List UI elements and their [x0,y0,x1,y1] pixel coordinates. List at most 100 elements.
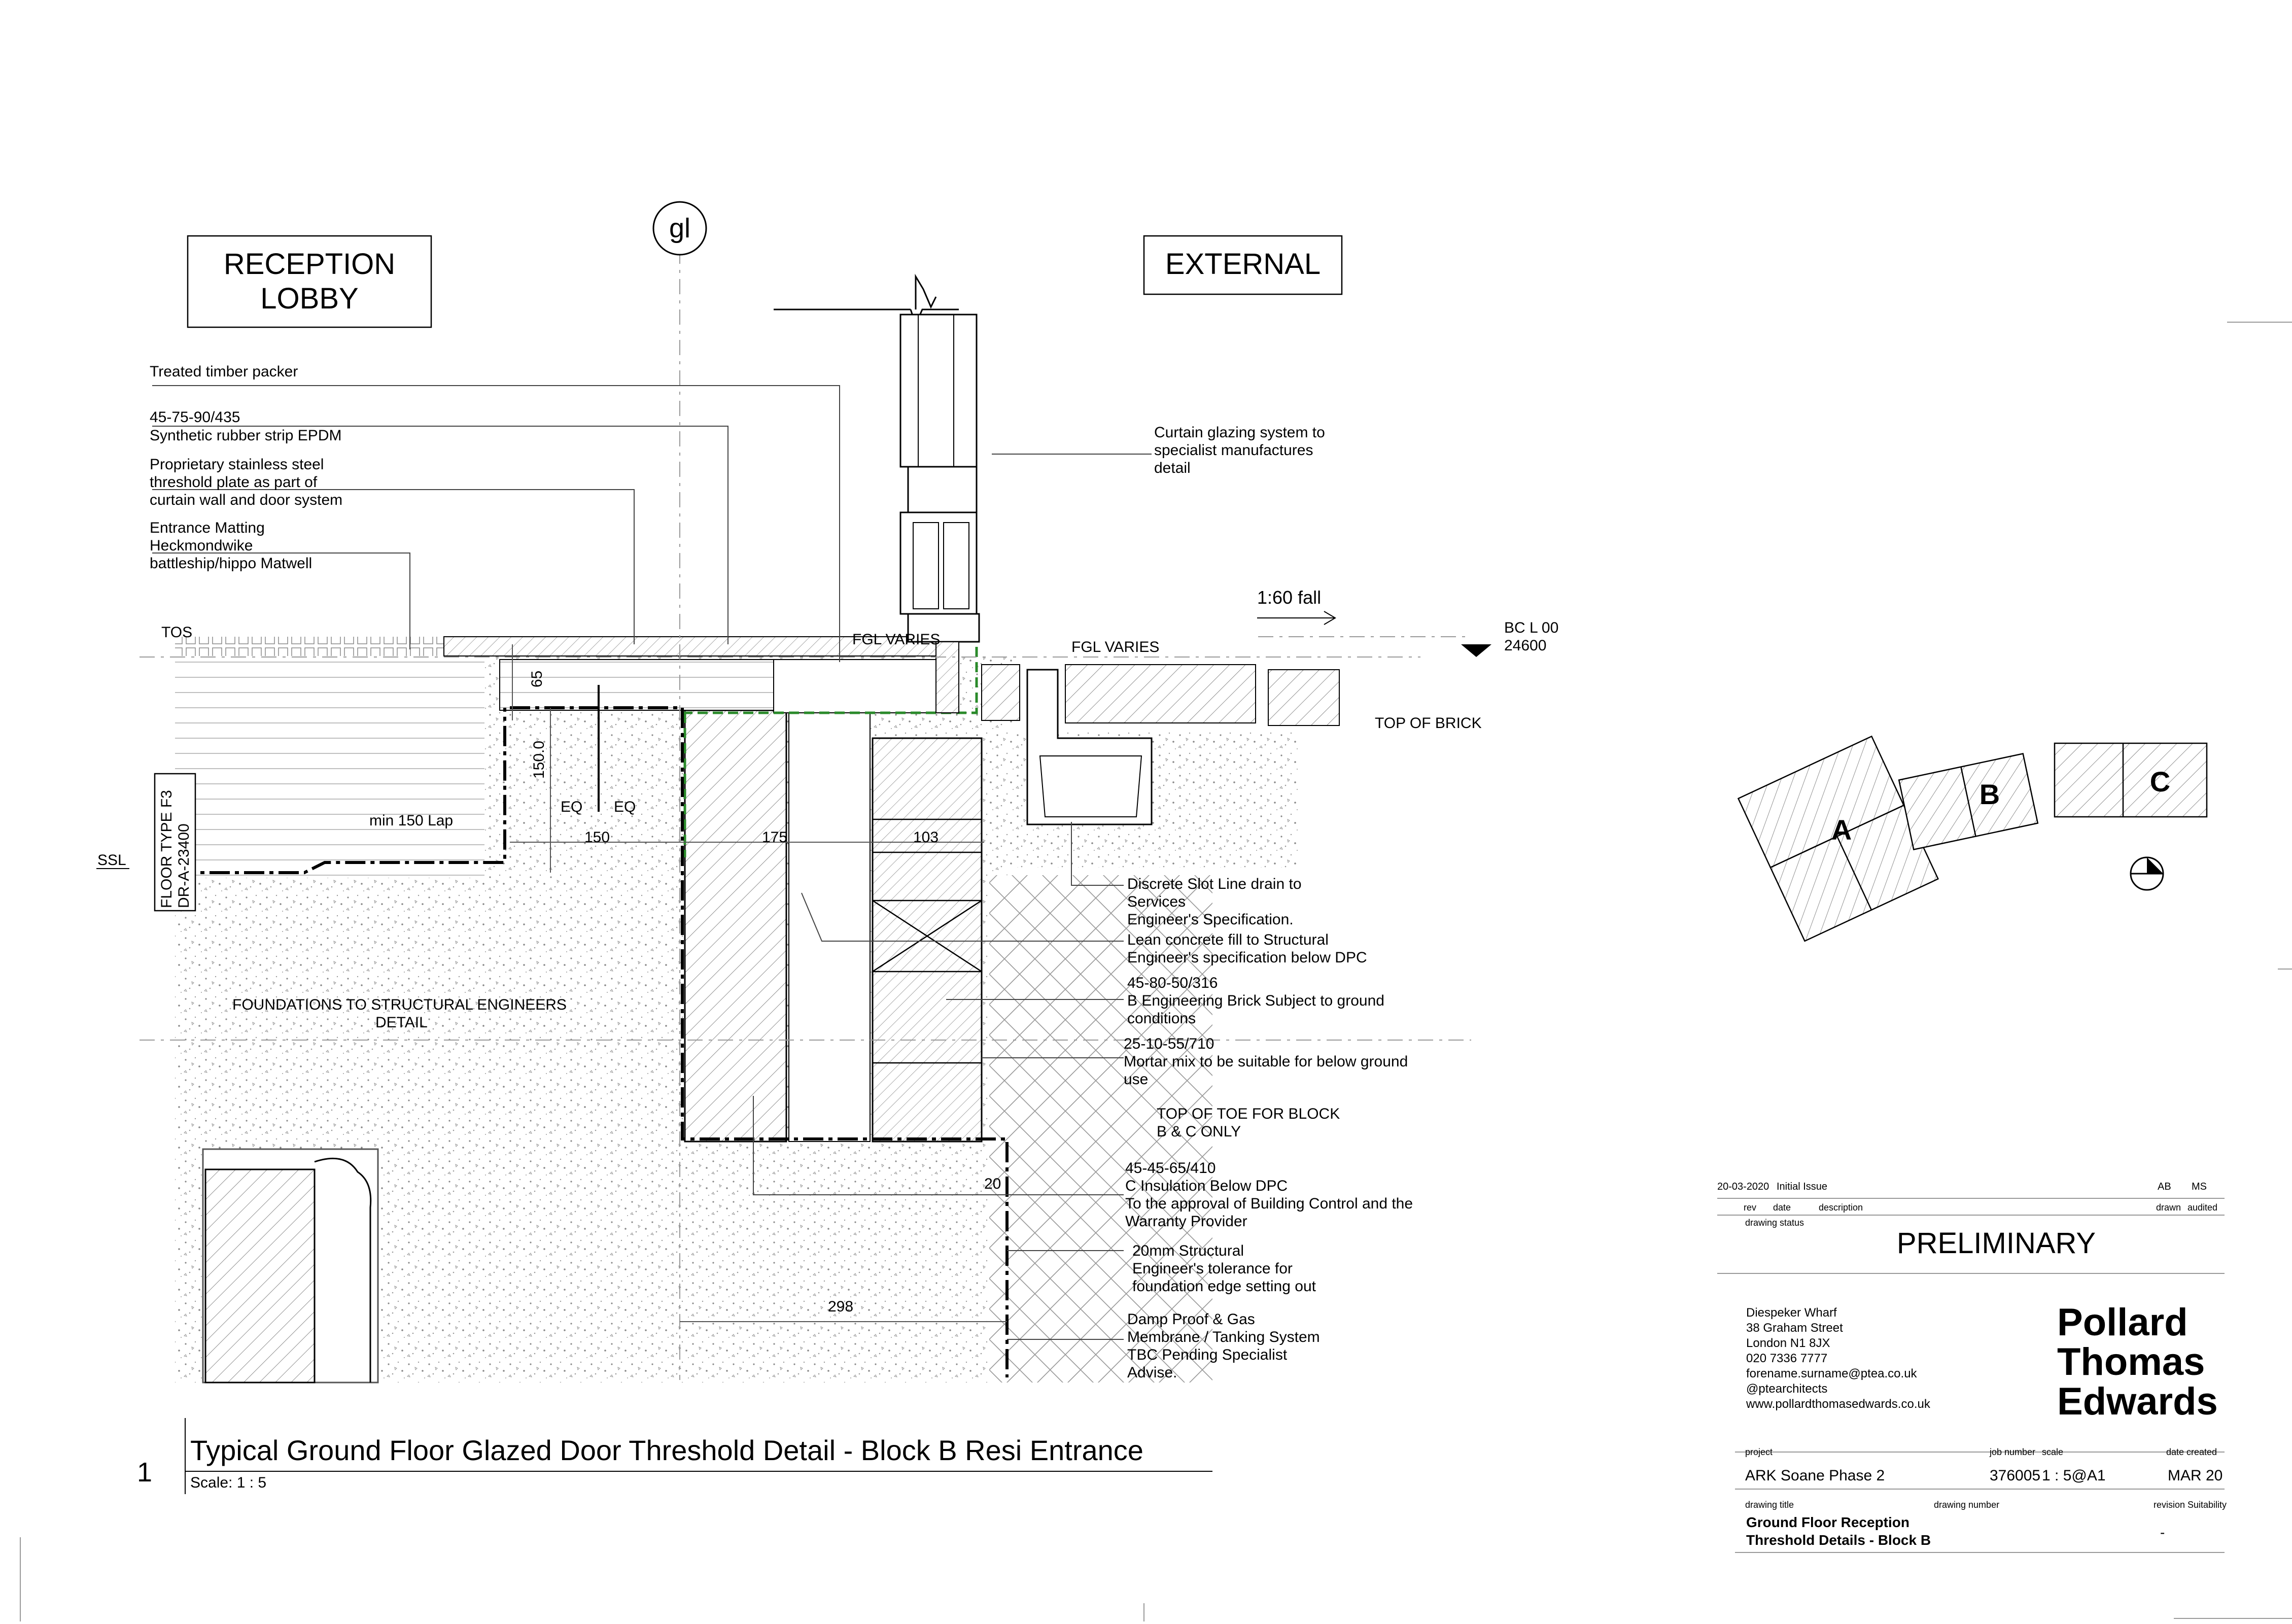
drawing-text: scale [2042,1447,2063,1457]
drawing-text: date [1773,1202,1791,1213]
drawing-text: www.pollardthomasedwards.co.uk [1746,1397,1931,1411]
foundations-label-2: DETAIL [375,1014,428,1031]
drawing-text: description [1819,1202,1863,1213]
drawing-text: Warranty Provider [1125,1213,1247,1230]
drawing-text: min 150 Lap [369,812,453,829]
note-matting-2: Heckmondwike [150,537,253,554]
drawing-text: Lean concrete fill to Structural [1127,931,1329,948]
drawing-text: detail [1154,460,1191,476]
sheet-frame [20,322,2292,1621]
drawing-text: 150.0 [531,741,547,779]
note-epdm-code: 45-75-90/435 [150,409,240,426]
fall-label: 1:60 fall [1257,587,1321,608]
drawing-text: B Engineering Brick Subject to ground [1127,992,1384,1009]
drawing-text: FLOOR TYPE F3 [158,790,175,908]
top-of-brick-label: TOP OF BRICK [1375,715,1482,732]
drawing-text: 38 Graham Street [1746,1321,1843,1335]
title-block: 20-03-2020 Initial Issue AB MS rev date … [1717,1181,2227,1553]
drawing-text: @ptearchitects [1746,1382,1827,1396]
drawing-text: LOBBY [260,282,358,315]
level-marker [1461,644,1491,657]
drawing-text: Edwards [2057,1380,2218,1423]
drawing-text: specialist manufactures [1154,442,1313,459]
drawing-text: job number [1989,1447,2035,1457]
drawing-text: Diespeker Wharf [1746,1306,1837,1320]
drawing-text: Pollard [2057,1301,2188,1344]
detail-number: 1 [137,1457,152,1488]
dpm-line [682,642,978,714]
threshold-plate [443,636,952,656]
drawing-text: Membrane / Tanking System [1127,1329,1320,1345]
top-of-toe-label-1: TOP OF TOE FOR BLOCK [1157,1105,1340,1122]
note-matting-3: battleship/hippo Matwell [150,555,312,572]
foundations-label-1: FOUNDATIONS TO STRUCTURAL ENGINEERS [232,996,567,1013]
drawing-text: DR-A-23400 [176,823,192,908]
drawing-text: 150 [584,829,610,846]
pile-edge [314,1157,372,1383]
engineering-brick [872,737,983,1143]
drawing-text: Curtain glazing system to [1154,424,1325,441]
drawing-text: drawn [2156,1202,2181,1213]
job-number: 376005 [1990,1467,2040,1484]
timber-packer [773,659,949,713]
drawing-text: Engineer's tolerance for [1132,1260,1293,1277]
note-epdm: Synthetic rubber strip EPDM [150,427,341,444]
drawing-text: rev [1744,1202,1756,1213]
drawing-text: foundation edge setting out [1132,1278,1316,1295]
key-plan: A B C [1737,735,2208,942]
drawing-text: drawing title [1745,1500,1794,1510]
note-timber-packer: Treated timber packer [150,363,298,380]
backfill-ground [989,875,1212,1383]
drawing-text: Discrete Slot Line drain to [1127,876,1302,892]
floor-insulation [175,657,484,878]
drawing-text: drawing number [1934,1500,1999,1510]
datum-lines [140,249,1471,1380]
drawing-text: C Insulation Below DPC [1125,1178,1288,1194]
drawing-text: 45-80-50/316 [1127,975,1218,991]
rev-description: Initial Issue [1777,1181,1827,1192]
drawing-text: 298 [828,1298,853,1315]
pile-section [204,1168,316,1384]
drawing-text: Services [1127,893,1186,910]
drawing-text: TBC Pending Specialist [1127,1346,1288,1363]
drawing-text: 45-45-65/410 [1125,1160,1216,1177]
detail-scale: Scale: 1 : 5 [190,1474,266,1491]
project-name: ARK Soane Phase 2 [1745,1467,1885,1484]
drawing-text: To the approval of Building Control and … [1125,1195,1413,1212]
scale-value: 1 : 5@A1 [2042,1467,2106,1484]
room-label-external: EXTERNAL [1143,235,1343,295]
room-label-reception: RECEPTION LOBBY [187,235,432,328]
paver-1 [981,664,1020,721]
drawing-text: use [1124,1071,1148,1088]
drawing-text: 20 [984,1176,1001,1192]
drawing-text: London N1 8JX [1746,1336,1830,1350]
gridline-label: gl [669,213,690,244]
drawing-text: revision [2154,1500,2185,1510]
brick-courses [872,818,982,1064]
practice-logo: Pollard Thomas Edwards [2057,1301,2218,1423]
drain-channel [1039,755,1142,817]
drawing-text: EQ [614,799,636,815]
drawing-text: EXTERNAL [1165,248,1321,281]
drawing-status: PRELIMINARY [1897,1227,2096,1260]
drawing-text: audited [2187,1202,2217,1213]
drawing-text: conditions [1127,1010,1196,1027]
key-plan-c: C [2150,766,2170,798]
drawing-text: project [1745,1447,1773,1457]
notes-left: Treated timber packer 45-75-90/435 Synth… [150,363,342,572]
drawing-text: Suitability [2187,1500,2227,1510]
detail-title: Typical Ground Floor Glazed Door Thresho… [190,1434,1143,1466]
drawing-text: drawing status [1745,1218,1804,1228]
top-of-toe-label-2: B & C ONLY [1157,1123,1241,1140]
drawing-text: 25-10-55/710 [1124,1035,1214,1052]
level-labels: TOS SSL FGL VARIES FGL VARIES 1:60 fall … [96,587,1558,1140]
drawing-text: Engineer's specification below DPC [1127,949,1367,966]
drawing-text: Damp Proof & Gas [1127,1311,1255,1328]
revision-value: - [2160,1525,2165,1540]
bcl-label: BC L 00 [1504,619,1558,636]
drawing-text: EQ [561,799,582,815]
paver-2 [1065,664,1256,723]
notes-right: Curtain glazing system to specialist man… [1124,424,1413,1381]
paver-3 [1268,669,1340,726]
